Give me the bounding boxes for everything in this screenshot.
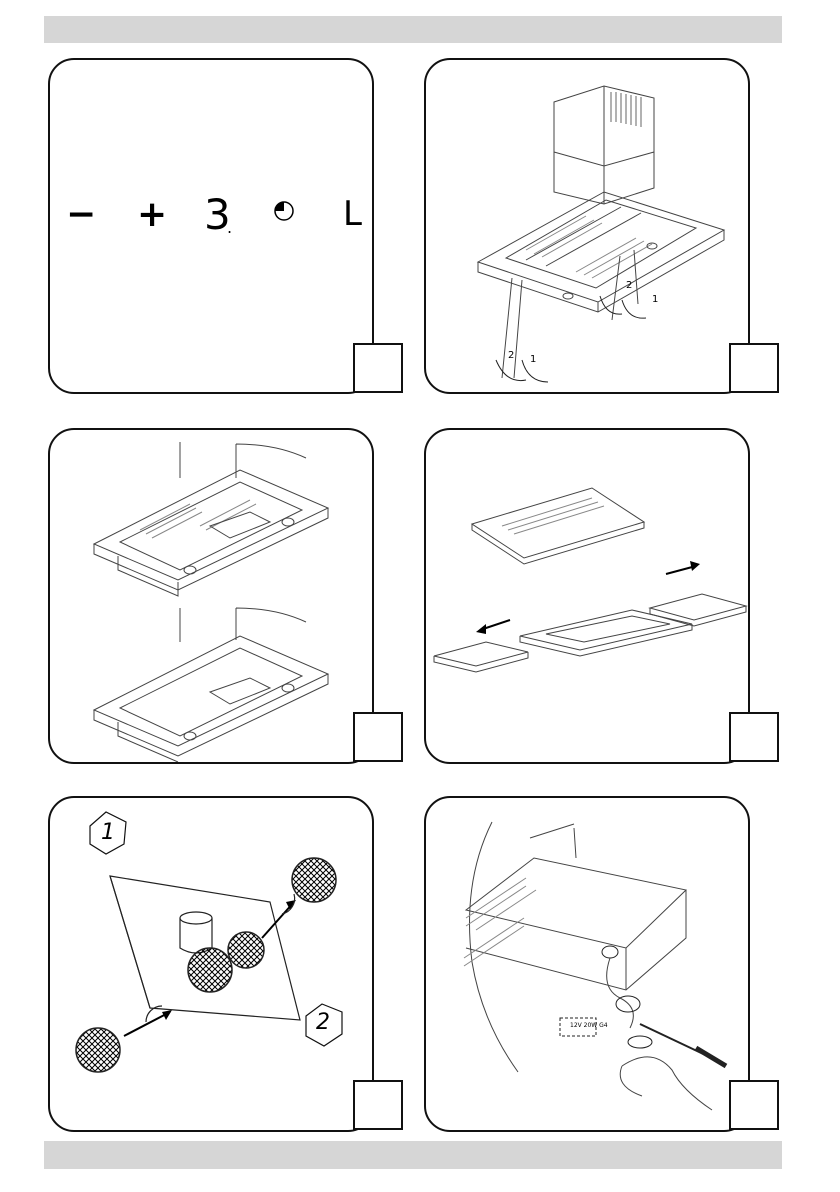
step-label-1-left: 1: [530, 354, 536, 365]
figure-3-hood-views: [48, 428, 374, 764]
figure-number-box-2: [729, 343, 779, 393]
figure-4-filter-panels: [424, 428, 750, 764]
step-label-2-right: 2: [626, 280, 632, 291]
figure-1-control-panel: − + 3 . L: [48, 58, 374, 394]
figure-number-box-1: [353, 343, 403, 393]
lamp-replacement-drawing: [426, 798, 750, 1132]
figure-number-box-4: [729, 712, 779, 762]
minus-button-symbol: −: [66, 194, 96, 235]
filter-panels-drawing: [426, 430, 750, 764]
figure-number-box-5: [353, 1080, 403, 1130]
step-label-1-right: 1: [652, 294, 658, 305]
speed-display-dot: .: [227, 218, 232, 237]
hood-chimney-drawing: [426, 60, 750, 394]
light-button-symbol: L: [343, 194, 362, 234]
hood-underside-drawings: [50, 430, 374, 764]
lamp-spec-label: 12V 20W G4: [570, 1022, 630, 1029]
bottom-footer-bar: [44, 1141, 782, 1169]
top-header-bar: [44, 16, 782, 43]
figure-number-box-6: [729, 1080, 779, 1130]
step-label-2-left: 2: [508, 350, 514, 361]
timer-icon: [272, 197, 312, 237]
plus-button-symbol: +: [137, 194, 167, 235]
figure-2-hood-filter-removal: 2 1 2 1: [424, 58, 750, 394]
figure-6-lamp-replacement: 12V 20W G4: [424, 796, 750, 1132]
callout-label-2: 2: [316, 1010, 330, 1035]
figure-5-charcoal-filters: 1 2: [48, 796, 374, 1132]
callout-label-1: 1: [101, 820, 115, 845]
figure-number-box-3: [353, 712, 403, 762]
charcoal-filter-drawing: [50, 798, 374, 1132]
